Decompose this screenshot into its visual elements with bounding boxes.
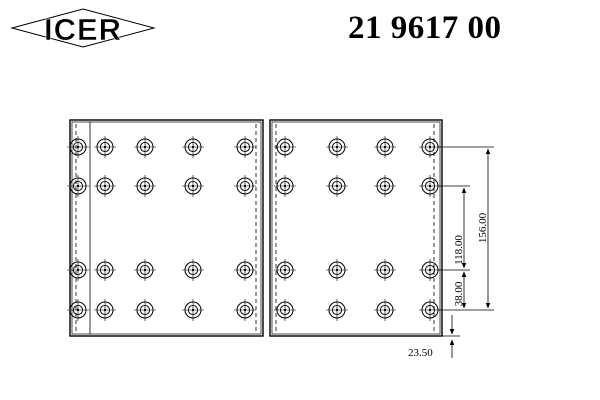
- rivet-hole: [94, 136, 116, 158]
- rivet-hole: [234, 136, 256, 158]
- rivet-hole: [374, 299, 396, 321]
- rivet-hole: [274, 259, 296, 281]
- pad-outline: [269, 119, 443, 337]
- pad-outline: [69, 119, 264, 337]
- dimension-label: 38.00: [453, 281, 465, 306]
- rivet-hole: [326, 175, 348, 197]
- rivet-hole: [182, 175, 204, 197]
- rivet-hole: [67, 259, 89, 281]
- rivet-hole: [419, 259, 441, 281]
- dimension-156: 156.00: [477, 148, 491, 309]
- brake-pad-right: [269, 119, 443, 337]
- dimension-label: 23.50: [408, 347, 433, 359]
- logo-diamond-outline: [10, 8, 156, 48]
- rivet-hole: [274, 299, 296, 321]
- pad-inner-outline: [71, 121, 262, 335]
- rivet-hole: [374, 259, 396, 281]
- rivet-hole: [419, 136, 441, 158]
- rivet-hole: [374, 175, 396, 197]
- rivet-hole: [234, 299, 256, 321]
- rivet-hole: [134, 175, 156, 197]
- rivet-hole: [374, 136, 396, 158]
- dimension-118: 118.00: [453, 187, 467, 269]
- rivet-hole: [182, 299, 204, 321]
- rivet-hole: [134, 259, 156, 281]
- rivet-hole: [94, 259, 116, 281]
- rivet-hole: [94, 175, 116, 197]
- brake-pad-left: [69, 119, 264, 337]
- extension-lines: [438, 146, 494, 337]
- rivet-hole: [419, 175, 441, 197]
- rivet-hole: [274, 175, 296, 197]
- rivet-hole: [274, 136, 296, 158]
- rivet-hole: [94, 299, 116, 321]
- rivet-hole: [67, 136, 89, 158]
- rivet-hole: [67, 175, 89, 197]
- logo-text: ICER: [44, 12, 122, 47]
- rivet-hole: [326, 136, 348, 158]
- rivet-hole: [182, 136, 204, 158]
- rivet-hole: [182, 259, 204, 281]
- rivet-hole: [326, 299, 348, 321]
- rivet-hole: [326, 259, 348, 281]
- rivet-hole: [419, 299, 441, 321]
- part-number: 21 9617 00: [348, 10, 502, 46]
- rivet-hole: [234, 259, 256, 281]
- rivet-hole: [134, 136, 156, 158]
- rivet-holes: [67, 136, 441, 321]
- rivet-hole: [67, 299, 89, 321]
- rivet-hole: [234, 175, 256, 197]
- dimension-label: 156.00: [477, 212, 489, 243]
- dimension-label: 118.00: [453, 235, 465, 265]
- rivet-hole: [134, 299, 156, 321]
- pad-inner-outline: [271, 121, 441, 335]
- dimension-38: 38.00: [453, 271, 467, 309]
- icer-logo: ICER: [10, 8, 156, 48]
- dimension-23-50: 23.50: [408, 315, 455, 359]
